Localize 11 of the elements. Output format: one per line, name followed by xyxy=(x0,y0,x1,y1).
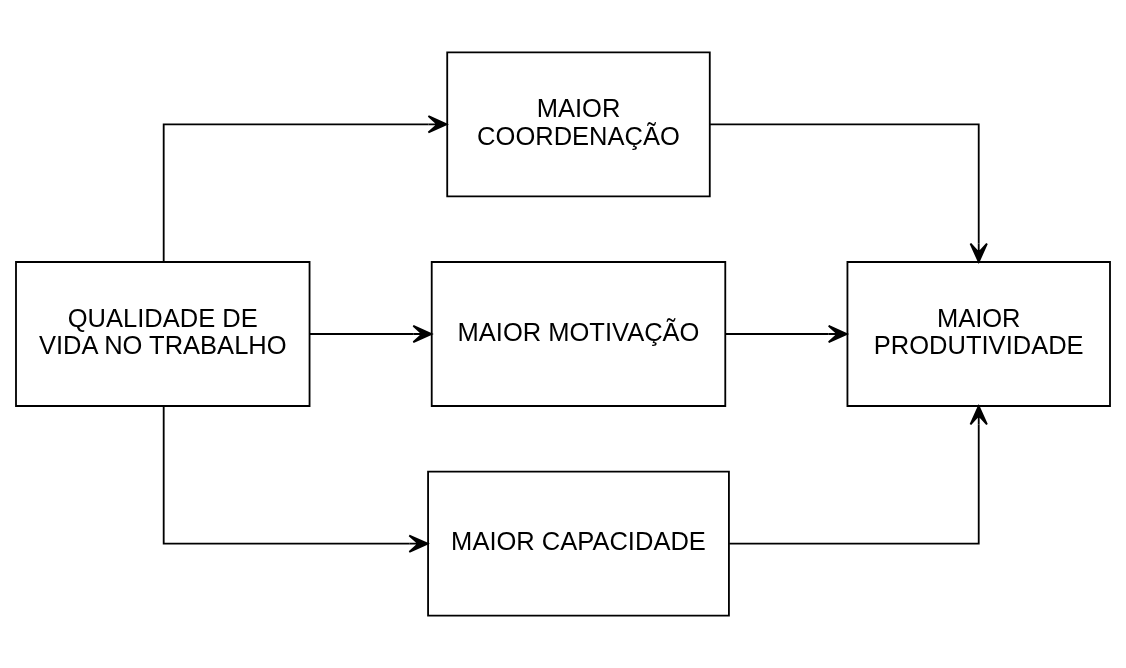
arrow xyxy=(724,324,848,344)
node-box: MAIOR COORDENAÇÃO xyxy=(446,51,711,198)
arrow xyxy=(309,324,433,344)
arrow xyxy=(728,405,988,545)
node-box: QUALIDADE DE VIDA NO TRABALHO xyxy=(15,261,311,407)
arrow xyxy=(709,123,988,263)
arrow xyxy=(162,115,448,263)
node-box: MAIOR PRODUTIVIDADE xyxy=(846,261,1111,407)
arrow xyxy=(162,405,429,553)
node-box: MAIOR CAPACIDADE xyxy=(427,470,730,617)
node-box: MAIOR MOTIVAÇÃO xyxy=(430,261,727,407)
